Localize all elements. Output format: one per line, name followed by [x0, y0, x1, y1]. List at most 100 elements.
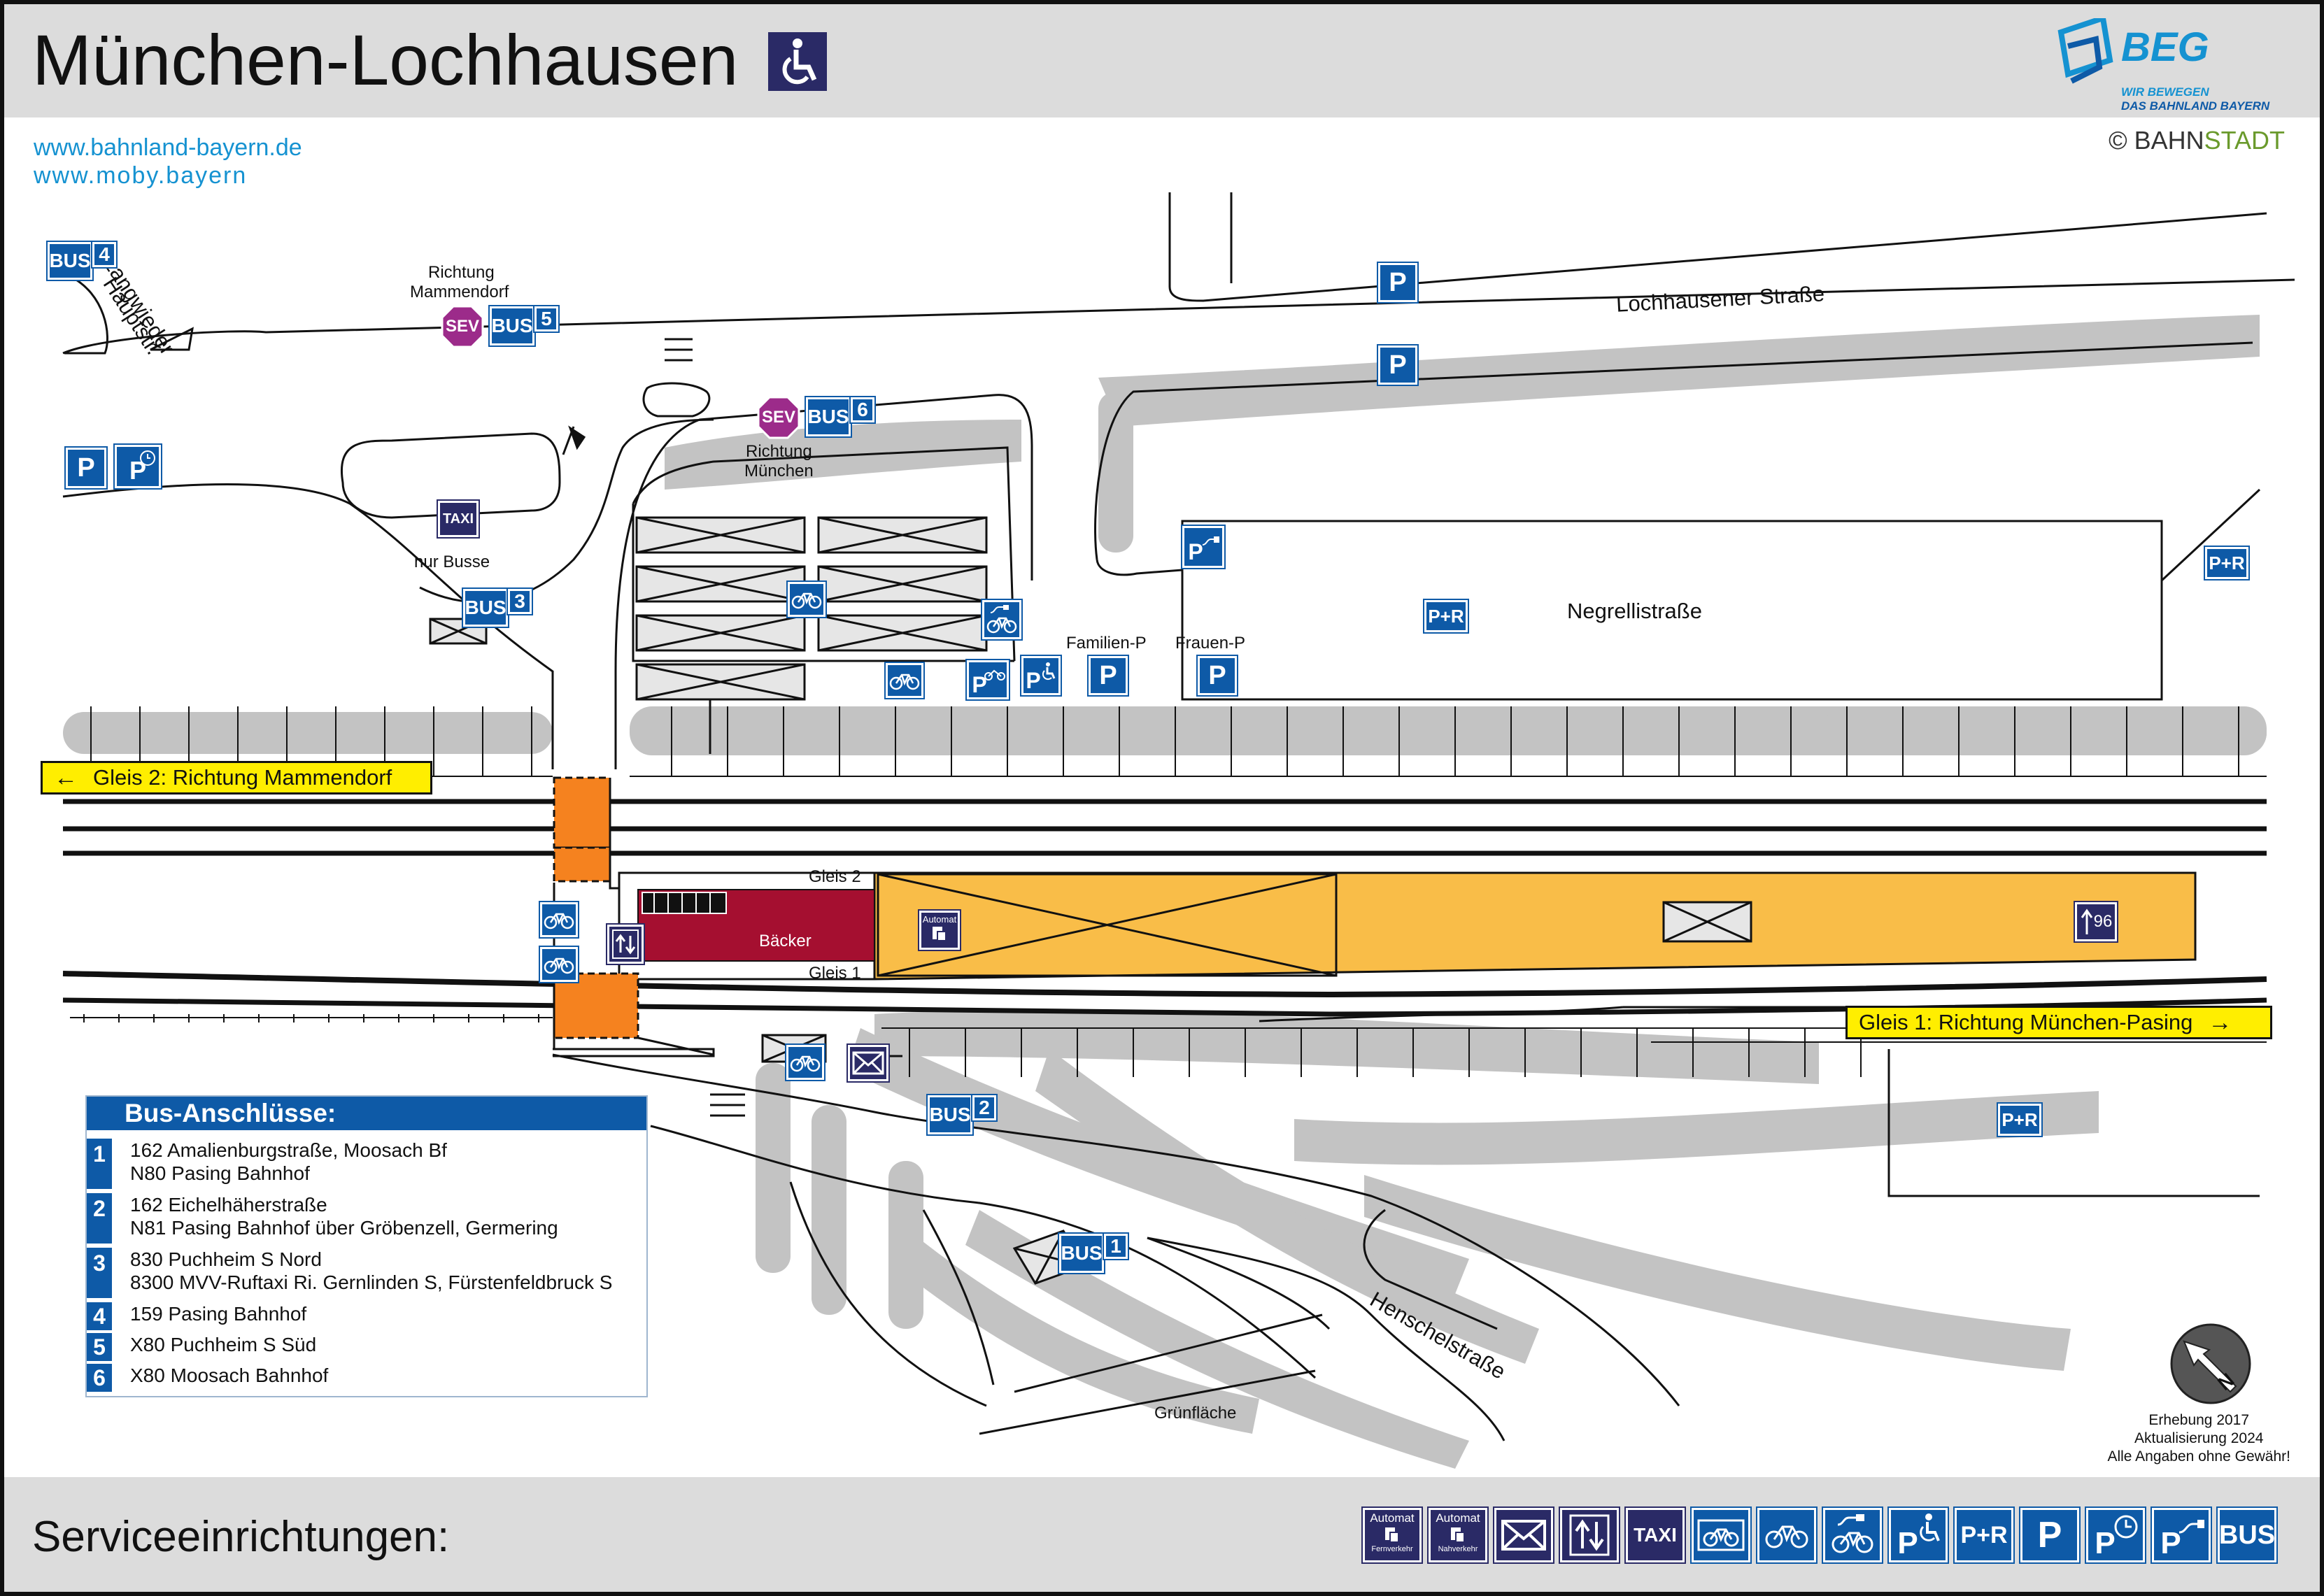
survey-note: Erhebung 2017 Aktualisierung 2024 Alle A…: [2107, 1411, 2290, 1466]
ticket-machine-long-distance-icon: Automat Fernverkehr: [1361, 1506, 1423, 1564]
disabled-parking-sign[interactable]: P: [1020, 655, 1062, 697]
legend-row-5-line1: X80 Puchheim S Süd: [130, 1334, 317, 1355]
disabled-parking-icon: P: [1887, 1506, 1949, 1564]
label-gleis-2: Gleis 2: [809, 867, 861, 886]
bicycle-icon: [889, 674, 920, 690]
bike-parking-sign-1[interactable]: [786, 580, 827, 618]
bike-parking-sign-3[interactable]: [539, 901, 579, 939]
legend-row-1-line2: N80 Pasing Bahnhof: [130, 1162, 310, 1184]
copyright-stadt: STADT: [2204, 126, 2285, 155]
sev-5-sign[interactable]: SEV: [441, 305, 484, 348]
legend-row-5-number: 5: [87, 1333, 112, 1361]
label-gleis-1: Gleis 1: [809, 964, 861, 983]
footer-disabled-p-label: P: [1897, 1526, 1918, 1560]
beg-logo-text: BEG: [2121, 24, 2209, 70]
label-richtung-muenchen-2: München: [744, 462, 814, 480]
sev-5-label: SEV: [445, 317, 480, 336]
stairs-to-platform: [642, 892, 727, 914]
short-term-parking-sign-west[interactable]: P: [113, 443, 162, 490]
copyright-bahn: BAHN: [2134, 126, 2204, 155]
copyright-symbol: ©: [2109, 126, 2127, 155]
bike-locker-icon: [1690, 1506, 1752, 1564]
parking-sign-lochhausener-1[interactable]: P: [1377, 262, 1419, 304]
bus-stop-6-sign[interactable]: BUS: [805, 396, 852, 438]
ticket-icon: [933, 927, 947, 941]
sev-6-label: SEV: [761, 408, 796, 427]
legend-row-2-line1: 162 Eichelhäherstraße: [130, 1194, 327, 1216]
sev-6-sign[interactable]: SEV: [757, 396, 800, 439]
survey-note-line3: Alle Angaben ohne Gewähr!: [2107, 1448, 2290, 1465]
lift-96-label: 96: [2093, 912, 2113, 931]
legend-row-1-number: 1: [87, 1139, 112, 1189]
bus-stop-1-sign[interactable]: BUS: [1058, 1232, 1105, 1274]
elevator-sign[interactable]: [606, 923, 645, 965]
e-charging-parking-sign[interactable]: P: [1181, 525, 1226, 569]
short-term-parking-icon: P: [2085, 1506, 2146, 1564]
beg-slogan-2: DAS BAHNLAND BAYERN: [2121, 99, 2270, 113]
bike-parking-sign-2[interactable]: [884, 662, 925, 699]
label-frauen-p: Frauen-P: [1175, 634, 1246, 653]
link-moby-bayern[interactable]: www.moby.bayern: [34, 162, 248, 189]
gleis-1-direction: Gleis 1: Richtung München-Pasing →: [1845, 1006, 2272, 1039]
service-facilities-label: Serviceeinrichtungen:: [32, 1513, 450, 1561]
label-richtung-mammendorf-1: Richtung: [428, 263, 495, 282]
legend-row-6: 6 X80 Moosach Bahnhof: [87, 1364, 646, 1392]
bicycle-icon: [790, 1055, 821, 1072]
street-negrelli: Negrellistraße: [1567, 599, 1702, 623]
legend-row-4-number: 4: [87, 1302, 112, 1330]
ticket-machine-label: Automat: [922, 914, 957, 925]
bus-stop-2-number: 2: [971, 1094, 998, 1122]
ticket-machine-sign[interactable]: Automat: [918, 909, 961, 951]
bus-stop-3-sign[interactable]: BUS: [462, 587, 509, 628]
parking-sign-west[interactable]: P: [64, 446, 108, 490]
footer-automat-fern-label: Automat: [1370, 1511, 1415, 1525]
lift-96-sign[interactable]: 96: [2074, 901, 2118, 943]
bus-stop-4-sign[interactable]: BUS: [46, 241, 94, 281]
e-bike-charging-icon: [1822, 1506, 1883, 1564]
bus-stop-3-number: 3: [506, 587, 533, 615]
park-and-ride-sign-negrelli[interactable]: P+R: [1423, 599, 1469, 634]
taxi-sign[interactable]: TAXI: [437, 499, 480, 539]
label-richtung-muenchen-1: Richtung: [746, 442, 812, 461]
survey-note-line1: Erhebung 2017: [2148, 1412, 2250, 1428]
bus-stop-5-sign[interactable]: BUS: [488, 305, 536, 347]
legend-row-3-line2: 8300 MVV-Ruftaxi Ri. Gernlinden S, Fürst…: [130, 1271, 613, 1293]
clock-icon: [140, 450, 155, 466]
legend-row-4: 4 159 Pasing Bahnhof: [87, 1302, 646, 1330]
north-arrow: N: [2169, 1322, 2253, 1406]
link-bahnland-bayern[interactable]: www.bahnland-bayern.de: [34, 134, 302, 161]
envelope-icon: [852, 1051, 884, 1075]
vegetation: [63, 315, 2267, 1469]
park-and-ride-sign-south[interactable]: P+R: [1997, 1102, 2043, 1137]
disabled-parking-label: P: [1026, 667, 1041, 693]
family-parking-sign[interactable]: P: [1087, 655, 1129, 697]
park-and-ride-sign-east[interactable]: P+R: [2204, 546, 2250, 580]
arrow-right-icon: →: [2208, 1009, 2232, 1036]
parking-icon: P: [2019, 1506, 2081, 1564]
bus-stop-1-number: 1: [1103, 1232, 1129, 1260]
women-parking-sign[interactable]: P: [1196, 655, 1238, 697]
legend-row-2-number: 2: [87, 1193, 112, 1244]
mailbox-sign[interactable]: [846, 1043, 890, 1083]
beg-logo: BEG WIR BEWEGEN DAS BAHNLAND BAYERN: [2054, 11, 2306, 116]
footer-nahverkehr-label: Nahverkehr: [1438, 1545, 1478, 1553]
legend-row-3-number: 3: [87, 1248, 112, 1298]
moto-parking-sign[interactable]: P: [965, 659, 1010, 701]
page-title: München-Lochhausen: [32, 20, 739, 100]
header-bar: München-Lochhausen BEG WIR BEWEGEN DAS B…: [4, 4, 2320, 117]
bus-stop-2-sign[interactable]: BUS: [926, 1094, 974, 1136]
taxi-icon: TAXI: [1624, 1506, 1686, 1564]
lift-arrow-icon: [2081, 909, 2092, 934]
parking-sign-lochhausener-2[interactable]: P: [1377, 344, 1419, 386]
elevator-icon: [1559, 1506, 1620, 1564]
moto-parking-label: P: [972, 671, 987, 697]
bike-parking-sign-5[interactable]: [785, 1043, 826, 1081]
bus-connections-legend: Bus-Anschlüsse: 1 162 Amalienburgstraße,…: [85, 1095, 648, 1397]
e-bike-charging-sign[interactable]: [981, 599, 1023, 641]
bike-parking-sign-4[interactable]: [539, 946, 579, 983]
e-charging-parking-icon: P: [2151, 1506, 2212, 1564]
